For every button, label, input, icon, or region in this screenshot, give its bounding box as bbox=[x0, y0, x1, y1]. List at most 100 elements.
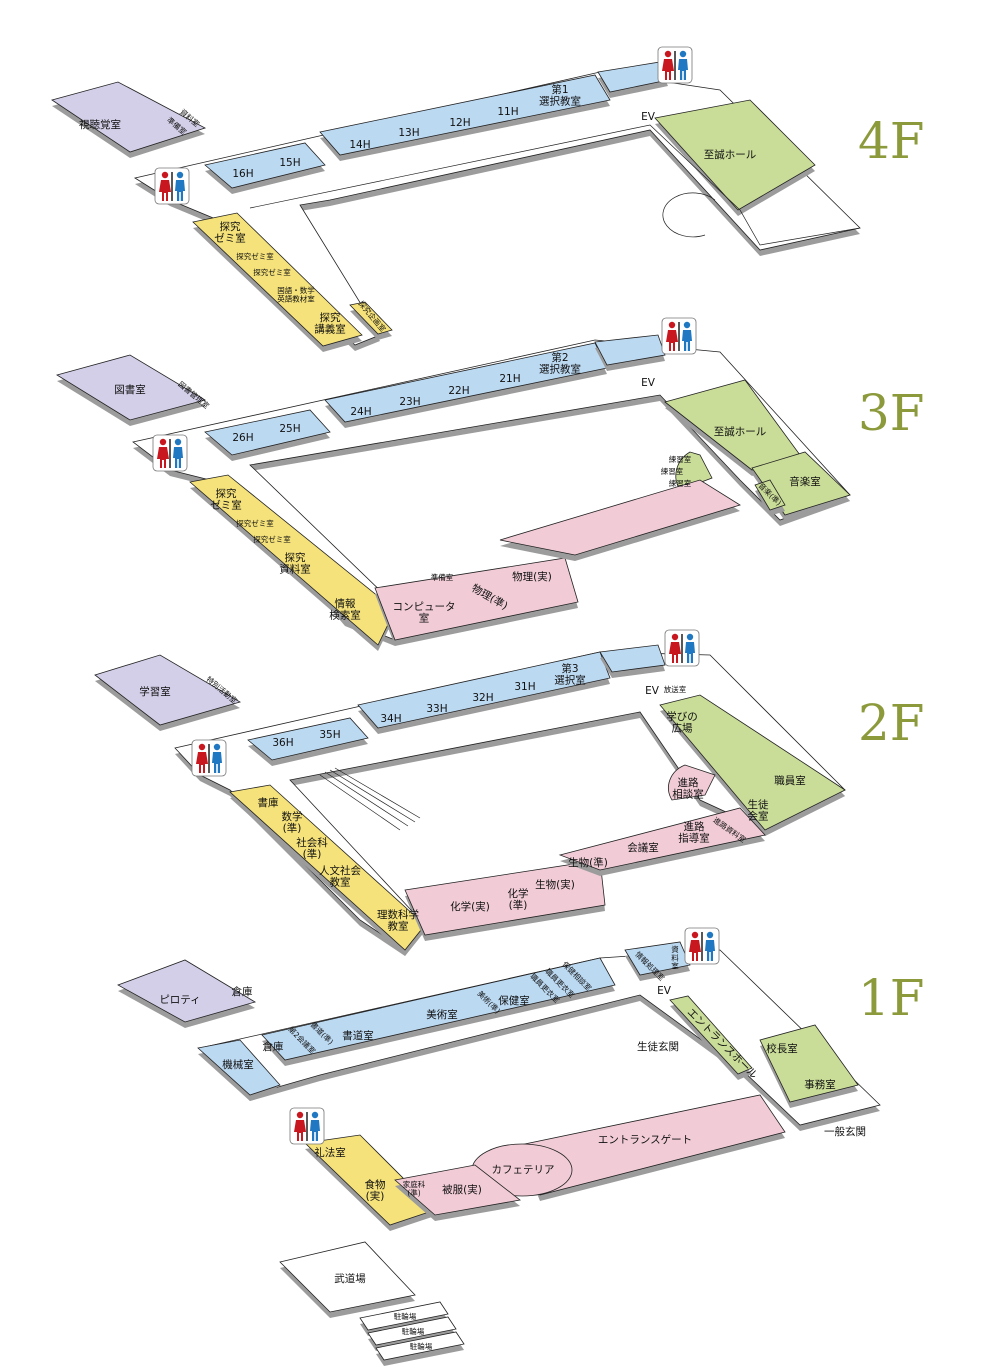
label-line: 探究 bbox=[220, 220, 241, 233]
label-line: 第2 bbox=[551, 351, 568, 364]
room[interactable] bbox=[261, 957, 616, 1061]
room[interactable] bbox=[94, 654, 242, 726]
room-label: 練習室 bbox=[661, 466, 684, 476]
room-label: EV bbox=[645, 685, 660, 697]
room-label: 進路相談室 bbox=[672, 776, 704, 801]
label-line: 検索室 bbox=[329, 609, 361, 622]
room-label: 放送室 bbox=[664, 684, 687, 694]
room[interactable] bbox=[204, 409, 331, 456]
label-line: 選択室 bbox=[554, 674, 586, 687]
room-label: 探究講義室 bbox=[314, 311, 346, 336]
room[interactable] bbox=[247, 717, 369, 761]
room[interactable] bbox=[192, 212, 363, 347]
restroom-icon bbox=[152, 434, 188, 472]
room[interactable] bbox=[558, 807, 766, 871]
room-label: 探究ゼミ室 bbox=[236, 251, 274, 261]
room[interactable] bbox=[374, 557, 579, 641]
room-label: 32H bbox=[472, 692, 493, 704]
room[interactable] bbox=[594, 334, 666, 366]
room[interactable] bbox=[197, 1039, 281, 1096]
room[interactable] bbox=[404, 859, 606, 936]
room-label: 探究ゼミ室 bbox=[236, 518, 274, 528]
room-label: 国語・数学英語教材室 bbox=[277, 285, 315, 303]
room[interactable] bbox=[499, 479, 741, 556]
label-line: 情報 bbox=[335, 597, 356, 610]
room-label: 機械室 bbox=[222, 1058, 254, 1071]
room[interactable] bbox=[56, 354, 207, 421]
room-label: 理数科学教室 bbox=[377, 908, 419, 933]
label-line: 相談室 bbox=[672, 788, 704, 801]
room[interactable] bbox=[668, 764, 716, 801]
room-label: EV bbox=[641, 111, 656, 123]
room-label: 家庭科(準) bbox=[403, 1179, 426, 1197]
room-label: 23H bbox=[399, 396, 420, 408]
room-label: 13H bbox=[398, 127, 419, 139]
room[interactable] bbox=[759, 1024, 859, 1103]
room[interactable] bbox=[359, 1301, 449, 1331]
room[interactable] bbox=[669, 995, 753, 1075]
room[interactable] bbox=[659, 694, 846, 831]
label-line: 教室 bbox=[388, 920, 409, 933]
room-label: コンピュータ室 bbox=[393, 601, 456, 625]
room-label: 34H bbox=[380, 713, 401, 725]
label-line: 探究 bbox=[216, 487, 237, 500]
label-line: 社会科 bbox=[296, 836, 328, 849]
label-line: 資料室 bbox=[279, 563, 311, 576]
room[interactable] bbox=[319, 74, 611, 156]
room[interactable] bbox=[624, 941, 691, 976]
room[interactable] bbox=[754, 479, 786, 511]
room[interactable] bbox=[654, 99, 816, 211]
room[interactable] bbox=[279, 1241, 416, 1313]
room[interactable] bbox=[375, 1331, 465, 1361]
room-label: 礼法室 bbox=[314, 1146, 346, 1159]
room[interactable] bbox=[349, 301, 393, 335]
room-label: 一般玄関 bbox=[824, 1125, 866, 1138]
label-line: (準) bbox=[407, 1187, 420, 1197]
room-label: 至誠ホール bbox=[714, 425, 767, 438]
room-label: 事務室 bbox=[804, 1078, 836, 1091]
room[interactable] bbox=[204, 142, 326, 189]
room-label: 練習室 bbox=[669, 454, 692, 464]
room[interactable] bbox=[117, 959, 256, 1023]
room[interactable] bbox=[599, 644, 666, 673]
room-label: 学びの広場 bbox=[666, 710, 698, 735]
room-label: 至誠ホール bbox=[704, 148, 757, 161]
room[interactable] bbox=[357, 651, 611, 729]
room-label: 準備室 bbox=[431, 572, 454, 582]
room[interactable] bbox=[51, 81, 207, 153]
label-line: 広場 bbox=[672, 722, 693, 735]
room-label: 化学(準) bbox=[508, 887, 529, 912]
room-label: 14H bbox=[349, 139, 370, 151]
label-line: コンピュータ bbox=[393, 601, 456, 613]
room-label: 24H bbox=[350, 406, 371, 418]
room-label: 練習室 bbox=[669, 478, 692, 488]
restroom-icon bbox=[661, 317, 697, 355]
room[interactable] bbox=[394, 1164, 521, 1216]
room-label: 21H bbox=[499, 373, 520, 385]
room-label: EV bbox=[657, 985, 672, 997]
room-label: 倉庫 bbox=[232, 985, 253, 998]
room-label: 学習室 bbox=[139, 685, 171, 698]
restroom-icon bbox=[684, 927, 720, 965]
room-label: カフェテリア bbox=[492, 1164, 555, 1176]
label-line: 生徒 bbox=[748, 798, 769, 811]
room[interactable] bbox=[367, 1316, 457, 1346]
floor-1f: ピロティ 倉庫 機械室 倉庫 第2会議室 書道(準) 書道室 美術室 美術(準)… bbox=[117, 927, 925, 1366]
room-label: 16H bbox=[232, 168, 253, 180]
label-line: 室 bbox=[419, 612, 430, 625]
room-label: 資料室 bbox=[671, 944, 679, 971]
room-label: 探究ゼミ室 bbox=[253, 534, 291, 544]
restroom-icon bbox=[664, 629, 700, 667]
label-line: 国語・数学 bbox=[277, 285, 315, 295]
label-line: 第1 bbox=[551, 83, 568, 96]
stairs-lines bbox=[319, 767, 421, 831]
room-label: 食物(実) bbox=[365, 1178, 386, 1203]
label-line: 進路 bbox=[678, 776, 699, 789]
room-label: 校長室 bbox=[766, 1042, 798, 1055]
label-line: 化学 bbox=[508, 887, 529, 900]
room-label: 音楽室 bbox=[789, 475, 821, 488]
room-label: 図書室 bbox=[114, 383, 146, 396]
label-line: 選択教室 bbox=[539, 363, 581, 376]
